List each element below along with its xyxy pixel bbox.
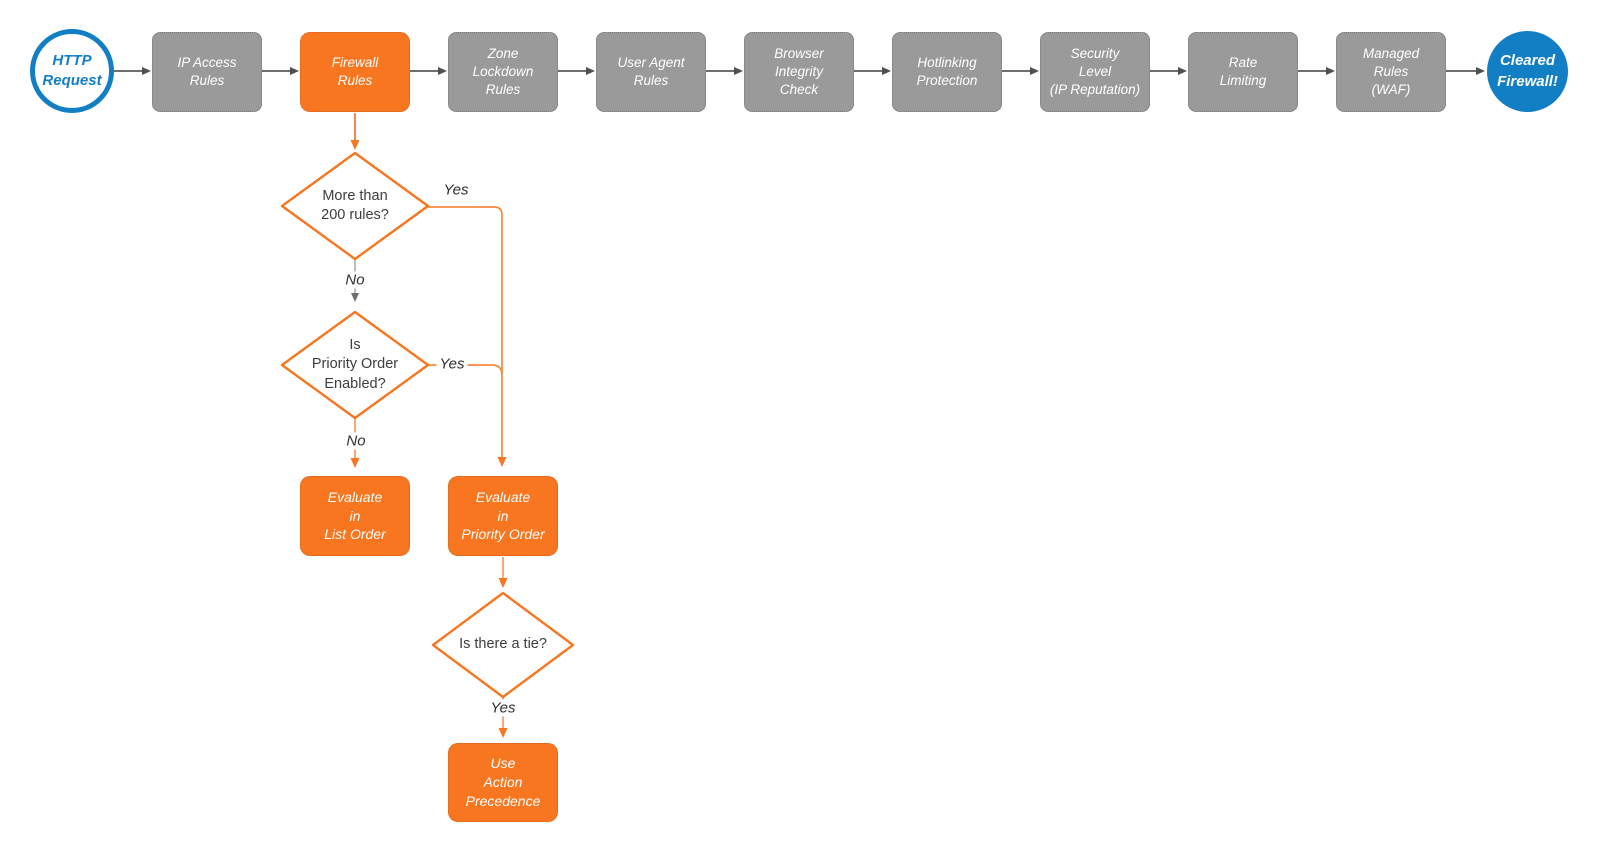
node-hotlinking-protection: Hotlinking Protection xyxy=(892,32,1002,112)
decision-more-than-200-rules-label: More than 200 rules? xyxy=(321,187,389,223)
node-browser-integrity-check: Browser Integrity Check xyxy=(744,32,854,112)
decision-priority-order-enabled-label: Is Priority Order Enabled? xyxy=(311,337,399,392)
node-http-request: HTTP Request xyxy=(30,29,114,113)
node-rate-limiting: Rate Limiting xyxy=(1188,32,1298,112)
node-firewall-rules: Firewall Rules xyxy=(300,32,410,112)
decision-more-than-200-rules-shape xyxy=(280,151,430,261)
edge-label-yes-priority: Yes xyxy=(436,355,468,373)
edge-decision1-yes-to-priority-order xyxy=(428,206,507,467)
edge-label-yes-tie: Yes xyxy=(487,699,519,717)
node-user-agent-rules: User Agent Rules xyxy=(596,32,706,112)
decision-is-there-a-tie-label: Is there a tie? xyxy=(459,636,547,653)
node-cleared-firewall: Cleared Firewall! xyxy=(1487,31,1568,112)
edge-decision2-yes-join xyxy=(428,364,503,376)
node-security-level: Security Level (IP Reputation) xyxy=(1040,32,1150,112)
node-use-action-precedence: Use Action Precedence xyxy=(448,743,558,822)
edge-label-no-rules: No xyxy=(342,271,368,289)
edge-label-yes-rules: Yes xyxy=(440,181,472,199)
edge-label-no-priority: No xyxy=(343,432,369,450)
decision-priority-order-enabled-shape xyxy=(280,310,430,420)
node-evaluate-in-list-order: Evaluate in List Order xyxy=(300,476,410,556)
node-zone-lockdown-rules: Zone Lockdown Rules xyxy=(448,32,558,112)
decision-is-there-a-tie-shape xyxy=(431,591,575,699)
node-evaluate-in-priority-order: Evaluate in Priority Order xyxy=(448,476,558,556)
node-managed-rules-waf: Managed Rules (WAF) xyxy=(1336,32,1446,112)
node-ip-access-rules: IP Access Rules xyxy=(152,32,262,112)
